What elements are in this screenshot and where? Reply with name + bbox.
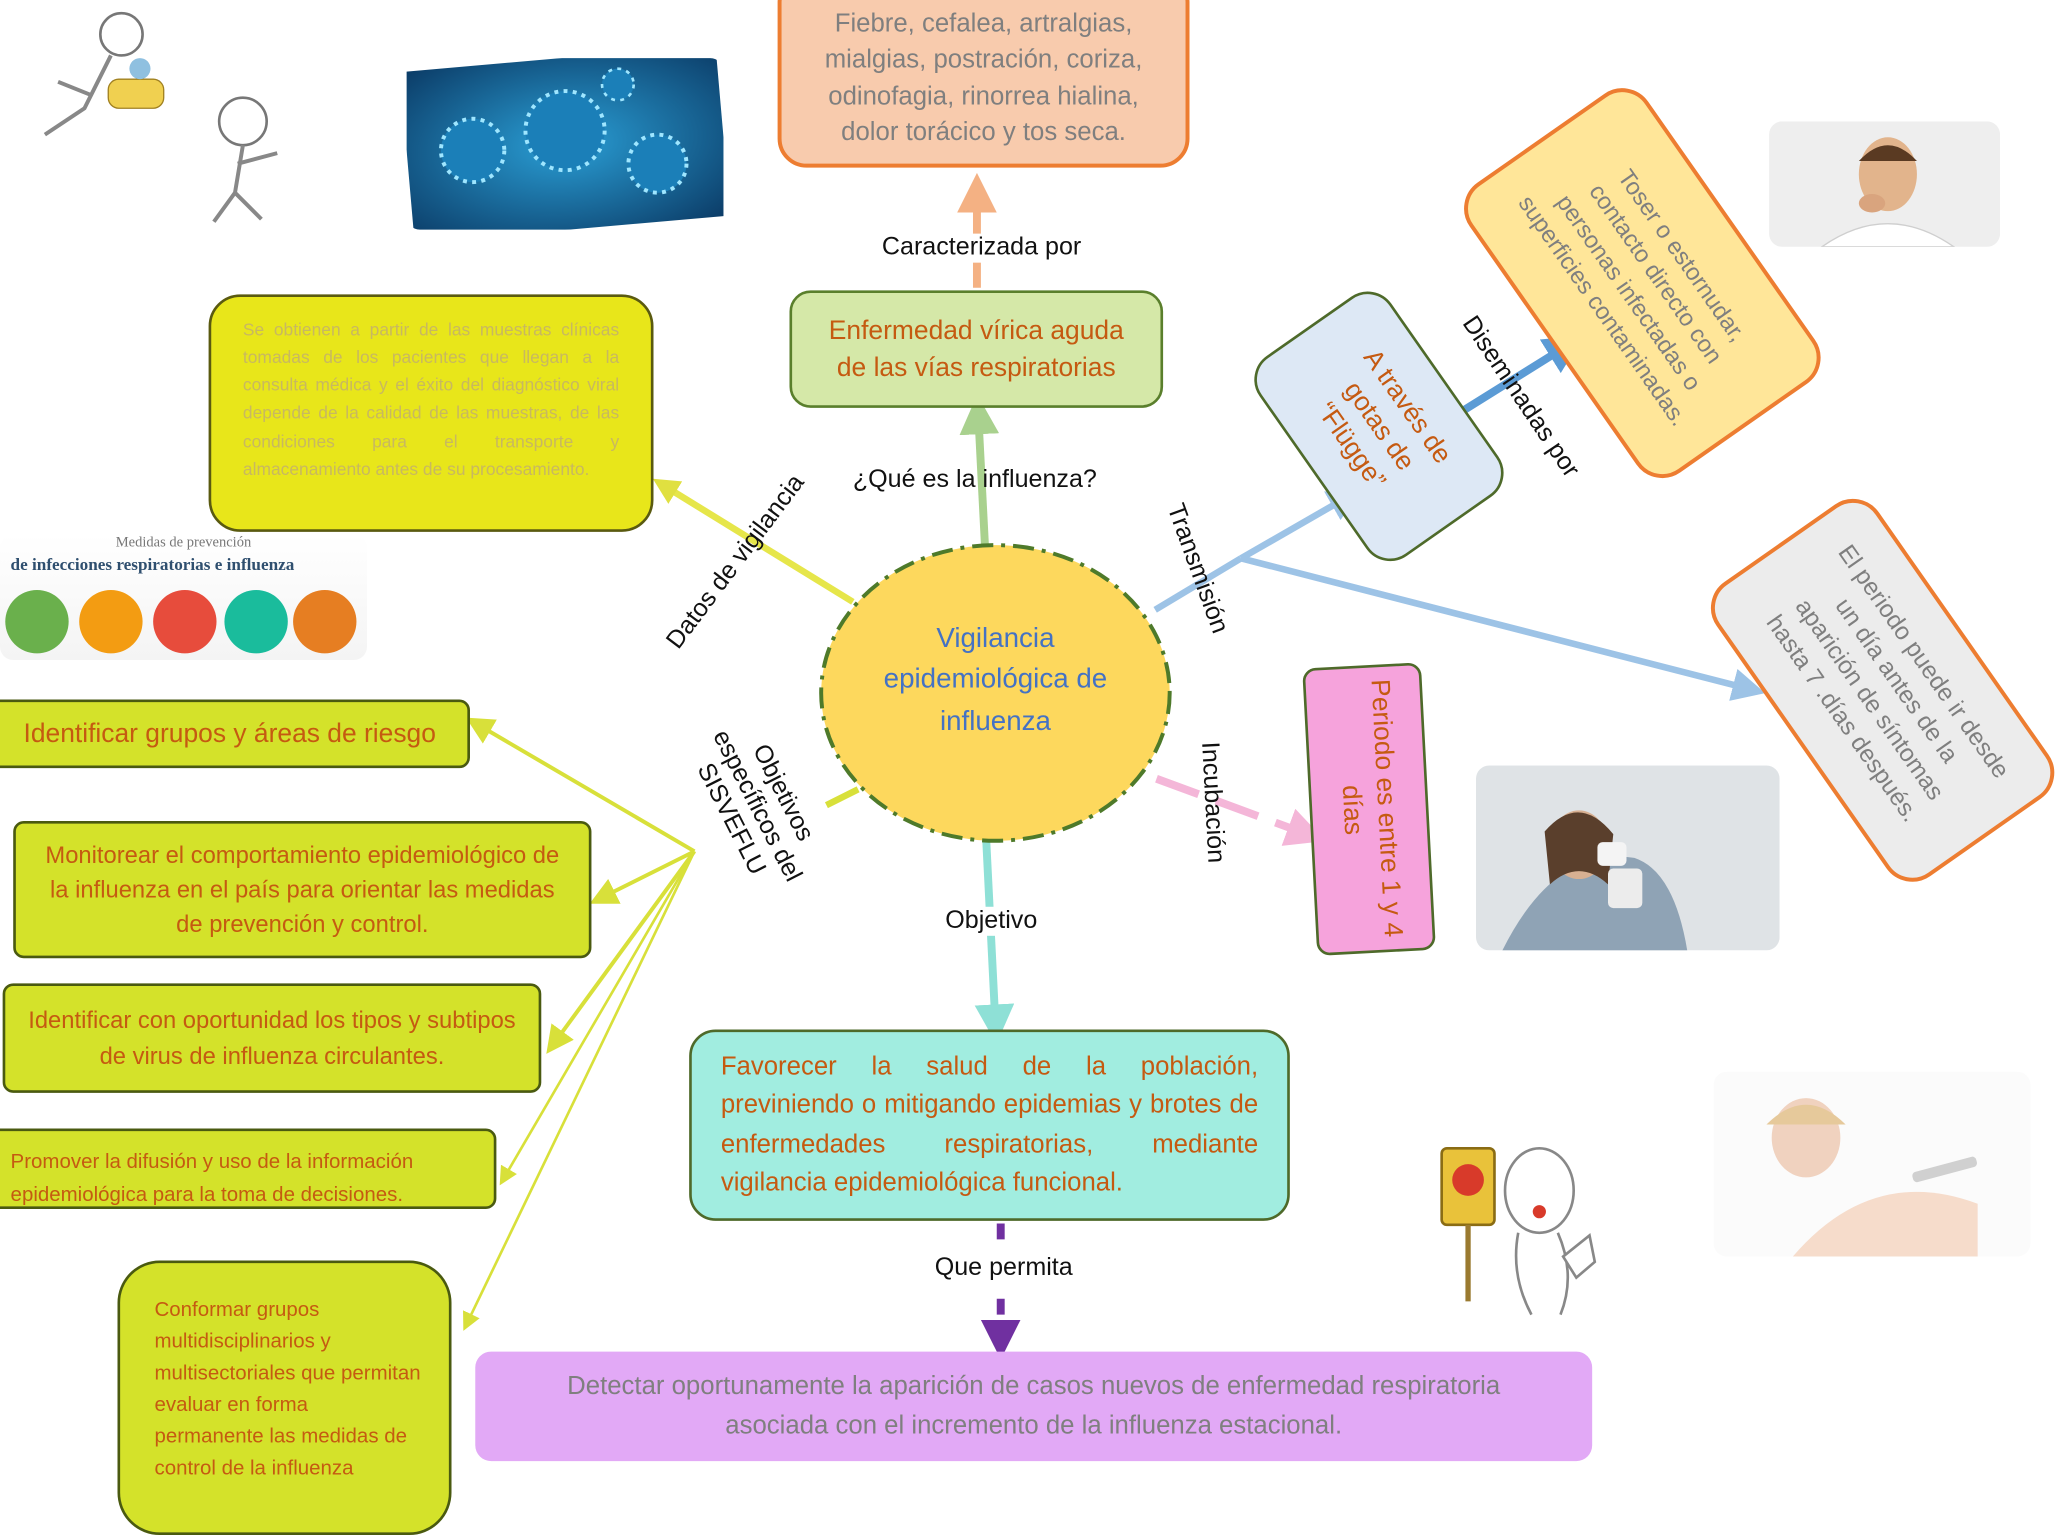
label-allows: Que permita <box>932 1253 1076 1283</box>
specific-objective-5: Conformar grupos multidisciplinarios y m… <box>117 1260 452 1535</box>
virus-microscope-image <box>406 58 724 230</box>
center-node-text: Vigilancia epidemiológica de influenza <box>883 622 1108 737</box>
specific-objective-4: Promover la difusión y uso de la informa… <box>0 1128 497 1210</box>
symptoms-box: Fiebre, cefalea, artralgias, mialgias, p… <box>777 0 1190 168</box>
incubation-text: Periodo es entre 1 y 4 días <box>1336 678 1408 938</box>
definition-box: Enfermedad vírica aguda de las vías resp… <box>789 290 1164 408</box>
label-what-is: ¿Qué es la influenza? <box>852 465 1097 494</box>
incubation-box: Periodo es entre 1 y 4 días <box>1302 662 1436 956</box>
center-node-shape <box>819 543 1172 843</box>
poster-circles <box>5 589 357 654</box>
specific-objective-1: Identificar grupos y áreas de riesgo <box>0 699 470 769</box>
man-coughing-image <box>1769 121 2001 247</box>
specific-objective-2: Monitorear el comportamiento epidemiológ… <box>13 820 592 959</box>
specific-objective-3: Identificar con oportunidad los tipos y … <box>2 983 542 1093</box>
label-characterized-by: Caracterizada por <box>879 233 1084 263</box>
objective-box: Favorecer la salud de la población, prev… <box>689 1029 1290 1221</box>
prevention-poster-image: Medidas de prevención de infecciones res… <box>0 534 368 660</box>
surveillance-data-box: Se obtienen a partir de las muestras clí… <box>208 294 654 532</box>
label-objective: Objetivo <box>942 906 1040 936</box>
poster-title-top: Medidas de prevención <box>115 534 252 551</box>
vaccination-image <box>1713 1071 2031 1257</box>
cartoon-washing-hands-image <box>43 11 165 137</box>
cartoon-sneezing-image <box>212 96 278 223</box>
cartoon-stop-sign-image <box>1440 1146 1597 1316</box>
poster-title-main: de infecciones respiratorias e influenza <box>10 554 295 575</box>
woman-with-cold-image <box>1475 765 1780 951</box>
detection-box: Detectar oportunamente la aparición de c… <box>475 1351 1593 1462</box>
